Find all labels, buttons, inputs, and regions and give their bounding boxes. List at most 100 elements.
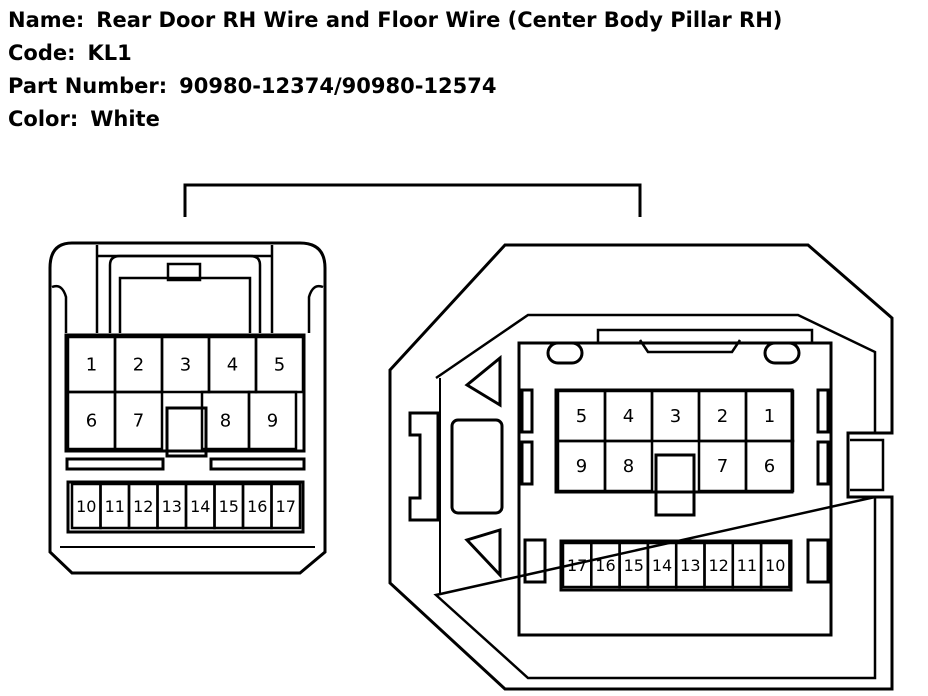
right-pin-12: 12 [703,541,735,589]
right-terminal-housing [517,341,833,637]
right-pin-16: 16 [590,541,621,589]
right-key-slot [654,453,696,517]
right-pin-label: 10 [765,556,785,575]
right-pin-label: 7 [717,456,728,477]
right-top-notch [638,339,742,354]
right-side-tab-right [850,438,885,492]
right-side-lock-left [408,411,440,522]
left-pin-label: 14 [190,497,210,516]
right-bottom-block [559,539,793,592]
left-pin-15: 15 [213,482,245,530]
right-triangle-bl [464,527,502,579]
right-pin-2: 2 [697,389,748,443]
left-pin-5: 5 [254,335,305,394]
left-pin-17: 17 [270,482,302,530]
right-pin-label: 13 [680,556,700,575]
left-pin-8: 8 [200,390,251,451]
right-pin-label: 17 [567,556,587,575]
name-value: Rear Door RH Wire and Floor Wire (Center… [96,8,783,32]
left-latch-inner [108,254,262,333]
left-pin-label: 13 [162,497,182,516]
color-value: White [90,107,160,131]
left-pin-12: 12 [127,482,159,530]
left-pin-16: 16 [241,482,273,530]
code-label: Code: [8,41,76,65]
left-divider-bar-1 [65,457,165,471]
right-pin-label: 6 [764,456,775,477]
right-mid-row: 9 8 7 6 [556,439,795,493]
right-pin-cell [603,439,654,493]
left-pin-label: 9 [267,411,278,432]
right-pin-label: 4 [623,406,634,427]
left-pin-13: 13 [156,482,188,530]
left-pin-label: 3 [180,355,191,376]
left-pin-label: 8 [220,411,231,432]
left-pin-7: 7 [113,390,164,451]
right-pin-7: 7 [697,439,748,493]
right-pin-label: 9 [576,456,587,477]
right-housing-inner-contour [433,313,877,680]
right-connector-outer-housing [388,243,894,691]
right-pin-9: 9 [556,439,607,493]
right-side-lock-inner [450,418,504,515]
right-pin-14: 14 [646,541,678,589]
left-pin-label: 4 [227,355,238,376]
left-pin-label: 15 [219,497,239,516]
left-pin-label: 2 [133,355,144,376]
name-row: Name:Rear Door RH Wire and Floor Wire (C… [8,4,782,37]
code-value: KL1 [87,41,132,65]
right-latch-frame [596,328,814,343]
right-side-key-r1 [816,388,830,434]
left-connector-housing [48,241,327,575]
left-pin-1: 1 [66,335,117,394]
right-pin-label: 15 [624,556,644,575]
right-pin-cell [744,439,795,493]
right-pin-cell [759,541,791,589]
left-housing-inner-edge [51,284,324,333]
left-pin-11: 11 [99,482,131,530]
left-pin-label: 6 [86,411,97,432]
color-label: Color: [8,107,79,131]
right-pin-label: 1 [764,406,775,427]
left-pin-2: 2 [113,335,164,394]
right-pin-6: 6 [744,439,795,493]
left-pin-14: 14 [184,482,216,530]
right-side-key-l1 [520,388,534,434]
right-oval-left [546,341,584,365]
left-pin-label: 17 [276,497,296,516]
right-pin-10: 10 [759,541,791,589]
right-pin-11: 11 [731,541,763,589]
part-number-value: 90980-12374/90980-12574 [179,74,497,98]
left-pin-label: 5 [274,355,285,376]
right-corner-key-bl [523,538,547,584]
right-pin-8: 8 [603,439,654,493]
pairing-bracket [183,183,642,217]
right-pin-label: 2 [717,406,728,427]
left-pin-label: 7 [133,411,144,432]
left-pin-cell [270,482,302,530]
right-pin-5: 5 [556,389,607,443]
right-pin-17: 17 [561,541,593,589]
color-row: Color: White [8,103,782,136]
left-pin-cell [113,390,164,451]
left-latch-outer [95,245,274,333]
right-pin-label: 16 [595,556,615,575]
code-row: Code: KL1 [8,37,782,70]
part-number-row: Part Number:90980-12374/90980-12574 [8,70,782,103]
right-pin-4: 4 [603,389,654,443]
right-triangle-tl [464,354,502,408]
left-pin-6: 6 [66,390,117,451]
left-pin-4: 4 [207,335,258,394]
right-pin-label: 3 [670,406,681,427]
left-key-slot [165,406,208,458]
right-side-key-r2 [816,440,830,486]
left-bottom-block [66,480,305,534]
left-top-row: 1 2 3 4 5 [66,335,305,394]
right-pin-label: 8 [623,456,634,477]
right-pin-1: 1 [744,389,795,443]
left-pin-label: 1 [86,355,97,376]
